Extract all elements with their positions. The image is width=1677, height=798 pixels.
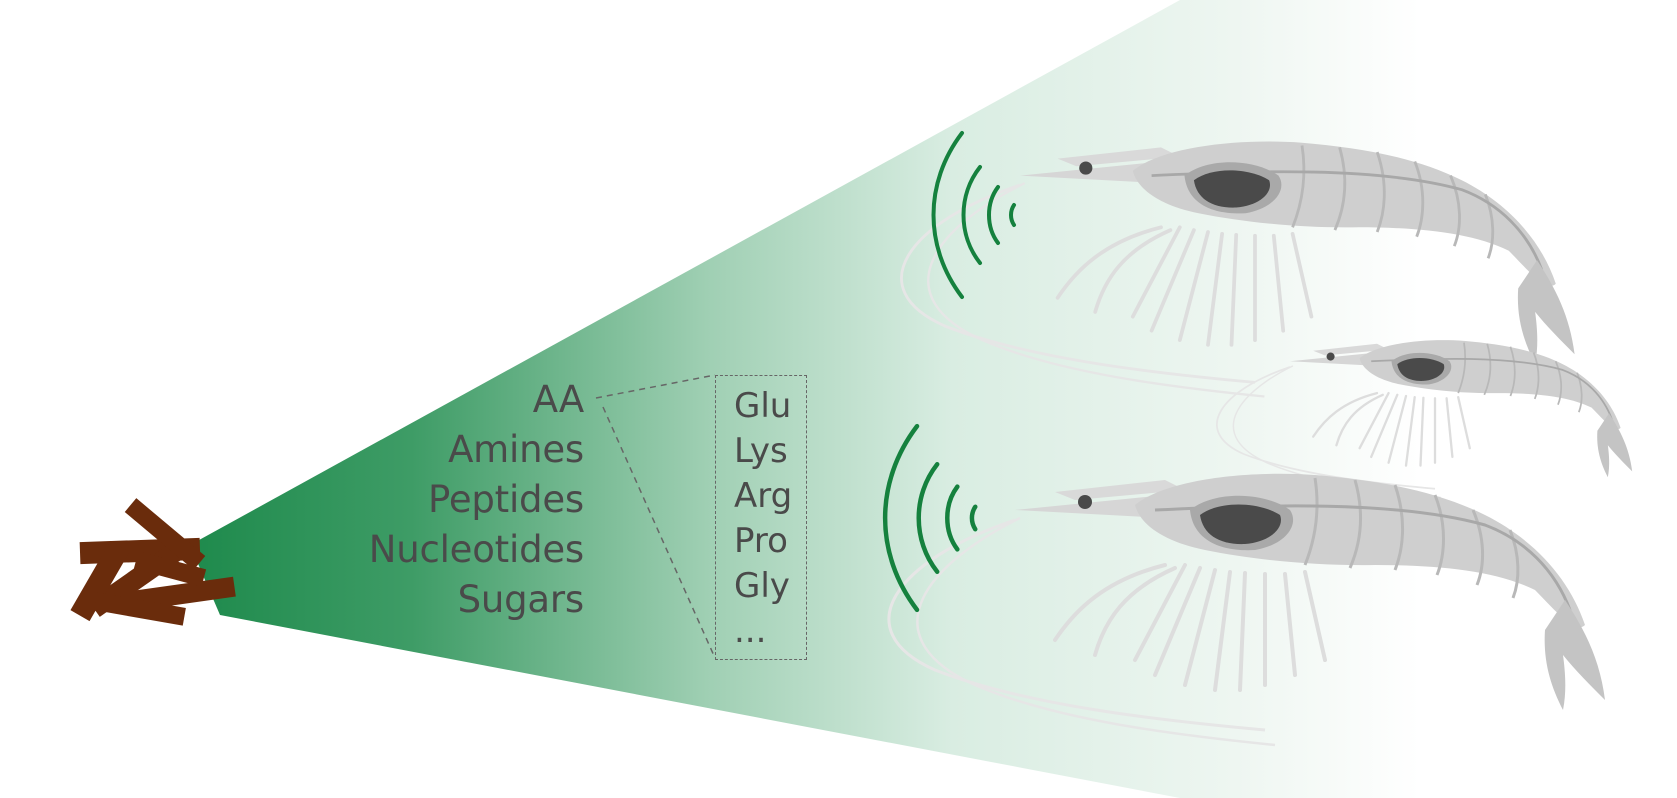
amino-acid-gly: Gly — [734, 566, 790, 606]
compound-class-sugars: Sugars — [457, 578, 585, 621]
feed-pellets-icon — [70, 498, 236, 626]
amino-acid-glu: Glu — [734, 386, 792, 426]
compound-class-nucleotides: Nucleotides — [368, 528, 584, 571]
amino-acid-arg: Arg — [734, 476, 793, 516]
compound-class-peptides: Peptides — [428, 478, 584, 521]
compound-class-aa: AA — [532, 378, 584, 421]
compound-class-amines: Amines — [448, 428, 584, 471]
amino-acid-more: ... — [734, 611, 767, 651]
amino-acid-box: Glu Lys Arg Pro Gly ... — [715, 375, 807, 660]
amino-acid-pro: Pro — [734, 521, 788, 561]
compound-classes-list: AA Amines Peptides Nucleotides Sugars — [369, 375, 584, 625]
aa-connector — [595, 374, 716, 659]
amino-acid-lys: Lys — [734, 431, 788, 471]
